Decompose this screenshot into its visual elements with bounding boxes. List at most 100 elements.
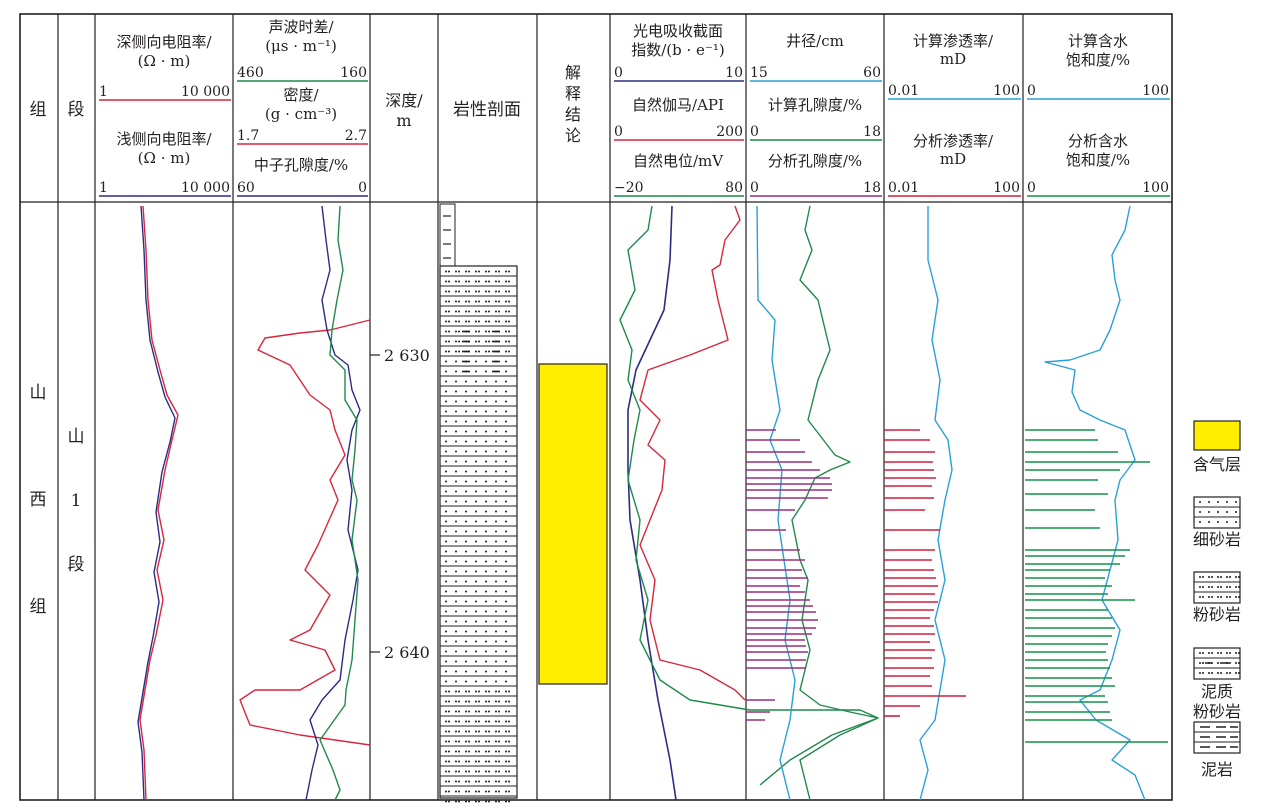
grain [508, 290, 510, 293]
grain [495, 790, 497, 793]
grain [468, 770, 470, 773]
grain [485, 790, 487, 793]
grain [488, 310, 490, 313]
grain [445, 300, 447, 303]
legend-grain [1235, 662, 1237, 664]
grain [478, 740, 480, 743]
legend-grain [1211, 652, 1213, 654]
grain [465, 440, 467, 443]
grain [485, 590, 487, 593]
legend-grain [1217, 596, 1219, 598]
grain [485, 500, 487, 503]
grain [458, 290, 460, 293]
grain [505, 710, 507, 713]
shallow-res-curve [137, 205, 176, 801]
grain [485, 520, 487, 523]
legend-grain [1226, 521, 1228, 523]
grain [475, 410, 477, 413]
grain [448, 310, 450, 313]
grain [475, 270, 477, 273]
grain [465, 680, 467, 683]
legend-grain [1199, 586, 1201, 588]
grain [455, 630, 457, 633]
gr-title: 自然伽马/API [632, 96, 724, 114]
grain [505, 320, 507, 323]
grain [455, 620, 457, 623]
grain [455, 410, 457, 413]
grain [505, 600, 507, 603]
grain [505, 330, 507, 333]
legend-grain [1229, 662, 1231, 664]
grain [485, 750, 487, 753]
grain [455, 690, 457, 693]
grain [468, 740, 470, 743]
grain [445, 490, 447, 493]
header-interp: 论 [565, 126, 581, 145]
grain [468, 790, 470, 793]
grain [505, 270, 507, 273]
grain [495, 770, 497, 773]
grain [445, 540, 447, 543]
legend-grain [1238, 586, 1240, 588]
grain [465, 760, 467, 763]
grain [445, 470, 447, 473]
grain [508, 270, 510, 273]
grain [485, 600, 487, 603]
group-name: 组 [30, 597, 47, 617]
grain [458, 690, 460, 693]
grain [465, 700, 467, 703]
grain [465, 410, 467, 413]
grain [475, 280, 477, 283]
grain [485, 670, 487, 673]
grain [445, 770, 447, 773]
grain [445, 440, 447, 443]
grain [475, 540, 477, 543]
grain [475, 550, 477, 553]
grain [475, 510, 477, 513]
legend-grain [1229, 586, 1231, 588]
grain [495, 760, 497, 763]
grain [498, 320, 500, 323]
grain [505, 620, 507, 623]
calc-perm-min: 0.01 [888, 83, 919, 99]
group-name: 西 [30, 490, 47, 510]
grain [495, 310, 497, 313]
legend-grain [1199, 652, 1201, 654]
grain [475, 670, 477, 673]
grain [485, 660, 487, 663]
depth-label: 2 630 [384, 346, 430, 365]
grain [465, 500, 467, 503]
grain [488, 760, 490, 763]
legend-grain [1202, 576, 1204, 578]
grain [475, 570, 477, 573]
grain [478, 750, 480, 753]
grain [505, 750, 507, 753]
grain [455, 700, 457, 703]
grain [458, 300, 460, 303]
grain [478, 310, 480, 313]
calc-sw-max: 100 [1142, 83, 1169, 99]
legend-grain [1217, 652, 1219, 654]
grain [458, 780, 460, 783]
anal-perm-title: 分析渗透率/ [913, 132, 994, 150]
grain [485, 720, 487, 723]
density-curve [305, 205, 361, 801]
grain [495, 600, 497, 603]
legend-grain [1220, 662, 1222, 664]
legend-grain [1220, 596, 1222, 598]
grain [508, 770, 510, 773]
grain [505, 680, 507, 683]
grain [458, 760, 460, 763]
grain [478, 290, 480, 293]
grain [455, 530, 457, 533]
grain [465, 470, 467, 473]
grain [465, 790, 467, 793]
legend-grain [1235, 501, 1237, 503]
sonic-curve [239, 319, 371, 746]
grain [455, 300, 457, 303]
grain [508, 280, 510, 283]
grain [448, 320, 450, 323]
grain [455, 740, 457, 743]
grain [485, 770, 487, 773]
